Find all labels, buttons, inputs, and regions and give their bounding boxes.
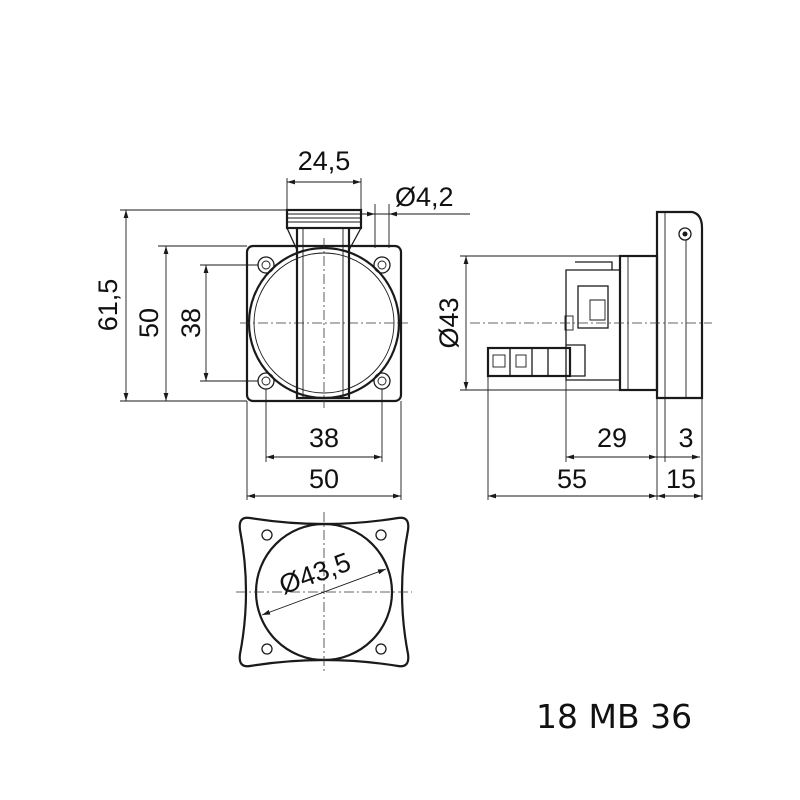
cutout-diameter-line	[261, 568, 387, 616]
dim-hole-pitch-vertical: 38	[176, 308, 206, 338]
part-code: 18 MB 36	[536, 697, 693, 736]
side-contact-pin	[486, 346, 572, 378]
dim-cover-depth: 15	[666, 464, 696, 494]
dim-hole-pitch-horizontal: 38	[309, 423, 339, 453]
cutout-outline	[238, 516, 410, 668]
dim-flange-3: 3	[678, 423, 693, 453]
dim-hole-diameter: Ø4,2	[395, 182, 454, 212]
dim-body-diameter: Ø43	[434, 297, 464, 348]
dim-top-width: 24,5	[298, 146, 351, 176]
side-cover	[655, 210, 704, 400]
side-hinge-screw	[678, 227, 692, 241]
front-hinged-cover	[285, 208, 363, 400]
front-view: 24,5 Ø4,2 61,5 50 38 38 50	[93, 146, 470, 500]
side-view: Ø43 29 3 55 15	[434, 210, 712, 500]
dim-flange-height: 50	[134, 308, 164, 338]
cutout-view: Ø43,5	[236, 512, 412, 672]
dim-overall-height: 61,5	[93, 279, 123, 332]
dim-total-depth: 55	[557, 464, 587, 494]
dim-depth-29: 29	[597, 423, 627, 453]
dim-flange-width: 50	[309, 464, 339, 494]
side-terminals	[564, 261, 621, 381]
cutout-mounting-holes	[261, 529, 387, 655]
